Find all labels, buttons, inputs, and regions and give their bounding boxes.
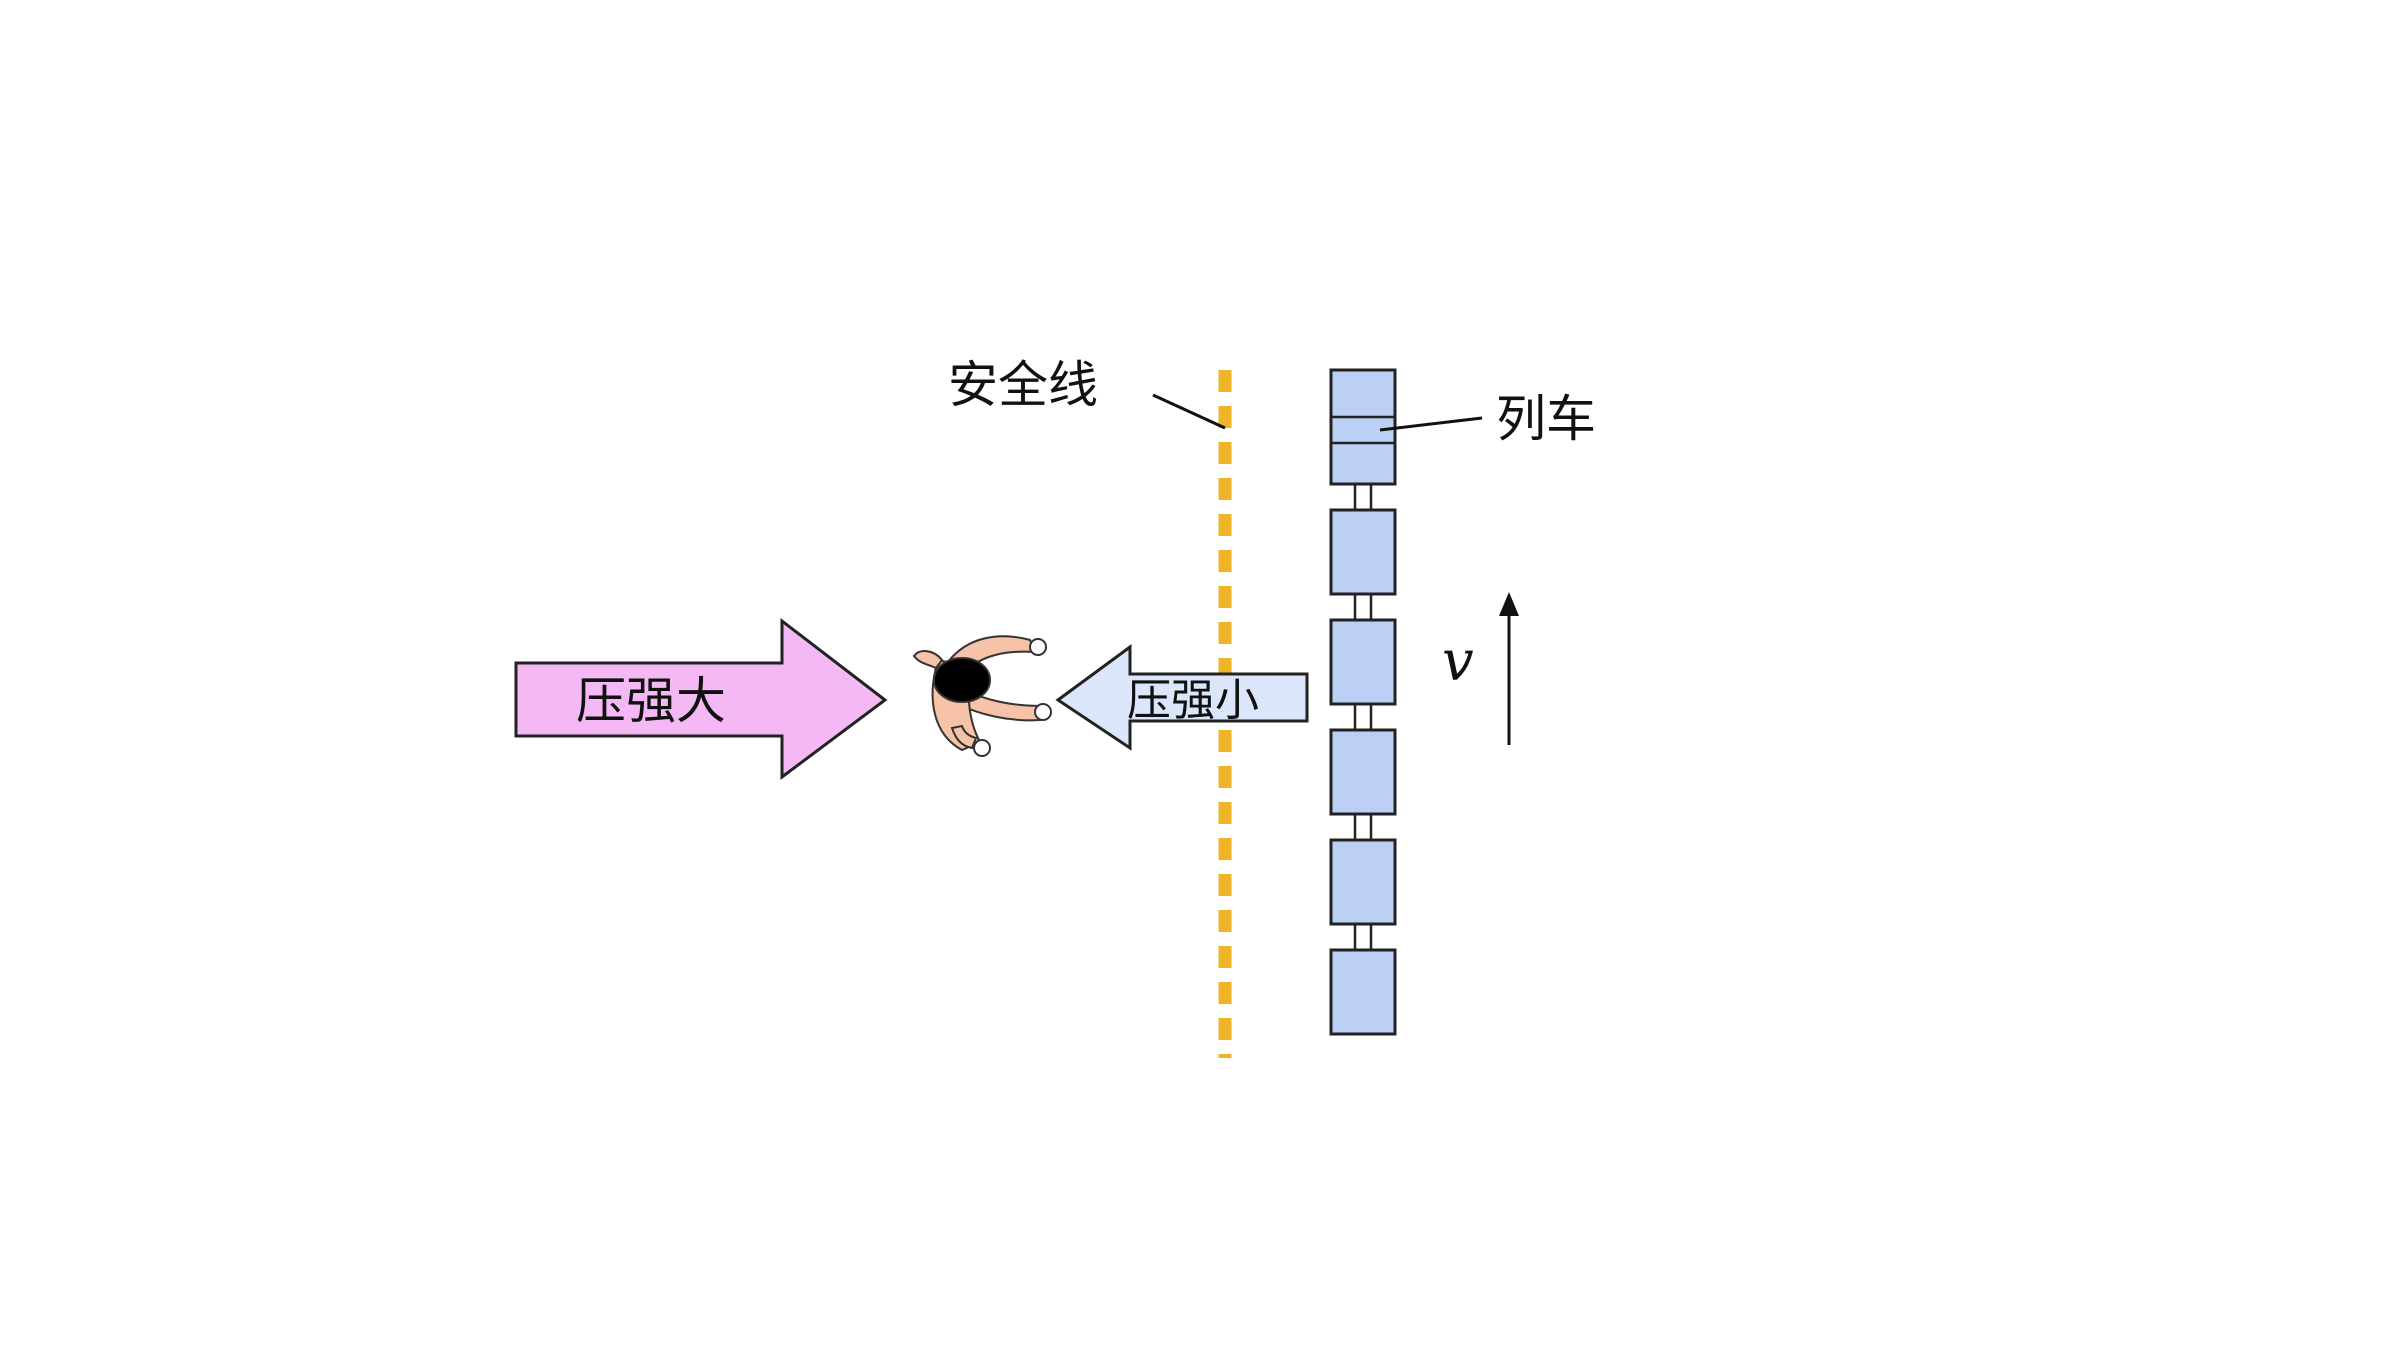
coupler xyxy=(1353,702,1373,732)
train-locomotive xyxy=(1329,368,1397,486)
safety-line-leader xyxy=(1152,393,1226,430)
person-head xyxy=(933,657,991,703)
low-pressure-label: 压强小 xyxy=(1127,675,1259,726)
person-hand xyxy=(1029,638,1047,656)
person-arm-bottom xyxy=(950,724,978,750)
train xyxy=(1329,368,1397,1036)
person-hand xyxy=(912,650,944,670)
train-car xyxy=(1329,948,1397,1036)
person-topdown-icon xyxy=(912,635,1052,757)
coupler xyxy=(1353,592,1373,622)
high-pressure-arrow xyxy=(514,617,888,780)
coupler xyxy=(1353,922,1373,952)
high-pressure-label: 压强大 xyxy=(576,672,726,730)
train-label: 列车 xyxy=(1496,390,1596,448)
velocity-arrow-head xyxy=(1499,592,1519,616)
coupler xyxy=(1353,812,1373,842)
train-car xyxy=(1329,728,1397,816)
train-car xyxy=(1329,838,1397,926)
velocity-label: v xyxy=(1442,629,1474,694)
safety-line-label: 安全线 xyxy=(948,356,1098,414)
low-pressure-arrow xyxy=(1055,644,1309,751)
coupler xyxy=(1353,482,1373,512)
train-car xyxy=(1329,508,1397,596)
train-leader xyxy=(1379,416,1483,432)
train-car xyxy=(1329,618,1397,706)
arrow-up-icon xyxy=(1499,592,1519,745)
person-hand xyxy=(973,739,991,757)
person-hand xyxy=(1034,703,1052,721)
